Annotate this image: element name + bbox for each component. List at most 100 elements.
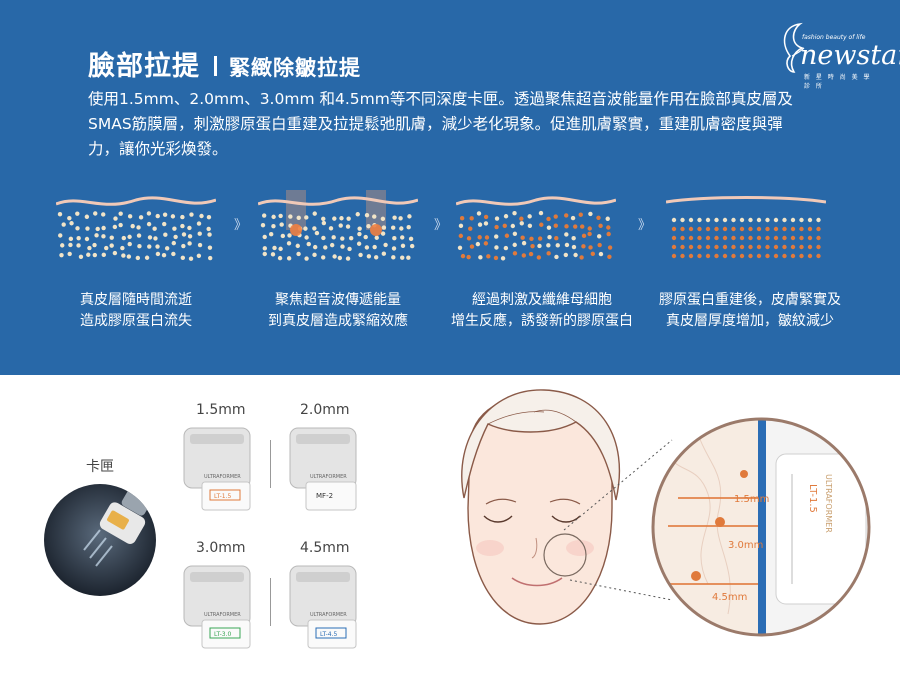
collagen-dot — [95, 226, 100, 232]
collagen-dot — [790, 253, 796, 259]
collagen-dot — [144, 255, 150, 260]
collagen-dot — [356, 241, 362, 246]
collagen-dot — [722, 235, 728, 241]
cartridge-brand: ULTRAFORMER — [204, 474, 241, 480]
collagen-dot — [581, 244, 586, 249]
collagen-dot — [92, 242, 97, 248]
collagen-dot — [739, 235, 745, 241]
collagen-dot — [130, 223, 135, 229]
collagen-dot — [345, 256, 351, 261]
collagen-dot — [271, 214, 276, 220]
collagen-dot — [392, 215, 397, 220]
collagen-dot — [406, 224, 411, 230]
collagen-dot — [67, 251, 72, 257]
divider — [270, 440, 271, 488]
collagen-dot — [580, 224, 585, 229]
collagen-dot — [555, 243, 560, 248]
caption-line: 真皮層隨時間流逝 — [80, 292, 192, 308]
collagen-dot — [312, 244, 318, 250]
collagen-dot — [118, 222, 123, 228]
collagen-dot — [113, 216, 118, 221]
collagen-dot — [87, 245, 92, 251]
collagen-dot — [381, 251, 387, 256]
collagen-dot — [748, 253, 753, 259]
depth-label-2: 2.0mm — [300, 402, 350, 418]
collagen-dot — [391, 246, 397, 251]
collagen-dot — [321, 220, 327, 226]
collagen-dot — [748, 244, 753, 250]
collagen-dot — [466, 236, 472, 241]
collagen-dot — [799, 253, 804, 259]
collagen-dot — [390, 225, 396, 230]
caption-line: 真皮層厚度增加，皺紋減少 — [666, 313, 834, 329]
collagen-dot — [147, 244, 152, 249]
title-main: 臉部拉提 — [88, 51, 200, 82]
collagen-dot — [765, 235, 770, 241]
collagen-dot — [714, 235, 719, 241]
collagen-dot — [458, 223, 464, 229]
collagen-dot — [782, 253, 787, 259]
collagen-dot — [171, 251, 176, 257]
collagen-dot — [286, 256, 292, 261]
collagen-dot — [512, 210, 517, 216]
title-divider — [214, 56, 217, 76]
collagen-dot — [756, 235, 762, 241]
collagen-dot — [671, 217, 677, 223]
collagen-dot — [121, 235, 127, 241]
collagen-dot — [493, 255, 499, 261]
collagen-dot — [84, 236, 90, 242]
collagen-dot — [494, 216, 500, 221]
collagen-dot — [606, 225, 611, 230]
collagen-dot — [206, 226, 211, 232]
collagen-dot — [571, 236, 576, 241]
collagen-dot — [680, 244, 685, 250]
cartridge-4-5mm: ULTRAFORMER LT-4.5 — [289, 565, 357, 649]
collagen-dot — [288, 214, 293, 219]
collagen-dot — [60, 243, 65, 248]
collagen-dot — [731, 244, 736, 250]
collagen-dot — [101, 234, 106, 239]
collagen-dot — [705, 244, 711, 250]
collagen-dot — [537, 236, 543, 241]
collagen-dot — [782, 226, 787, 232]
collagen-dot — [287, 233, 292, 238]
collagen-dot — [312, 252, 317, 258]
collagen-dot — [731, 235, 736, 241]
collagen-dot — [199, 213, 204, 219]
collagen-dot — [155, 251, 161, 257]
collagen-dot — [278, 246, 283, 252]
collagen-dot — [573, 252, 578, 258]
collagen-dot — [304, 215, 309, 220]
collagen-dot — [782, 244, 787, 250]
collagen-dot — [180, 214, 185, 220]
collagen-dot — [756, 253, 762, 259]
collagen-dot — [112, 224, 118, 230]
collagen-dot — [564, 242, 570, 248]
collagen-dot — [680, 217, 685, 223]
collagen-dot — [76, 243, 81, 248]
collagen-dot — [155, 213, 160, 219]
collagen-dot — [380, 231, 386, 236]
collagen-dot — [262, 251, 267, 257]
collagen-dot — [588, 245, 593, 250]
collagen-dot — [503, 245, 509, 251]
collagen-dot — [138, 215, 144, 220]
stage-1-caption: 真皮層隨時間流逝造成膠原蛋白流失 — [26, 290, 246, 332]
collagen-dot — [546, 225, 552, 230]
collagen-dot — [328, 226, 334, 231]
collagen-dot — [765, 253, 770, 259]
collagen-dot — [400, 235, 405, 240]
info-banner: 臉部拉提緊緻除皺拉提 使用1.5mm、2.0mm、3.0mm 和4.5mm等不同… — [0, 0, 900, 375]
collagen-dot — [187, 225, 192, 231]
collagen-dot — [581, 233, 587, 239]
collagen-dot — [155, 244, 160, 249]
zoom-cartridge-code: LT-1.5 — [807, 484, 818, 513]
collagen-dot — [469, 244, 475, 249]
collagen-dot — [314, 230, 320, 236]
zoom-depth-1: 1.5mm — [734, 494, 769, 505]
cartridge-brand: ULTRAFORMER — [310, 612, 347, 618]
collagen-dot — [75, 226, 80, 231]
collagen-dot — [364, 213, 370, 218]
collagen-dot — [773, 253, 779, 259]
collagen-dot — [680, 235, 685, 241]
